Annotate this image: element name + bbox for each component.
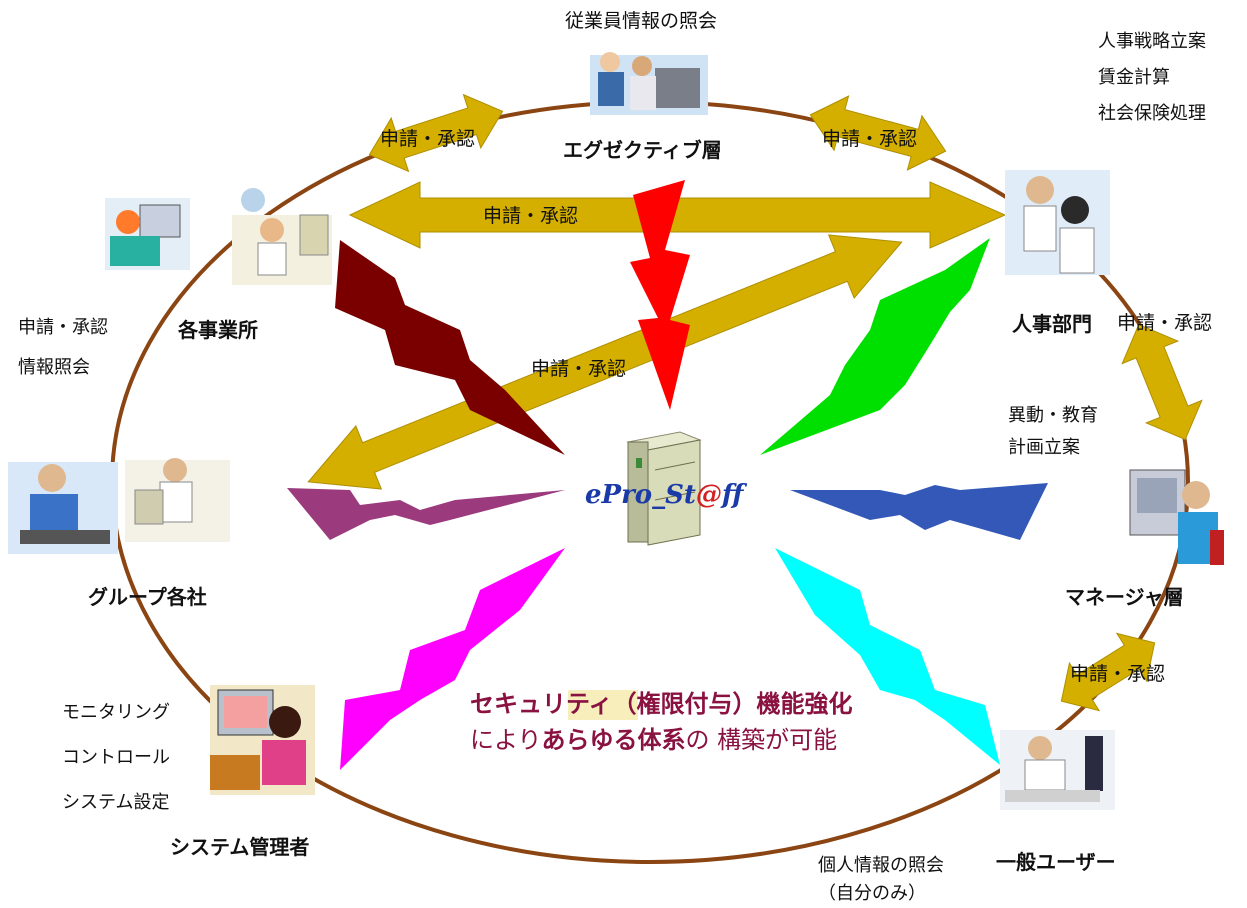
node-offices: 各事業所: [178, 318, 258, 342]
bolt-user: [775, 548, 1000, 765]
offices-task: 申請・承認: [18, 317, 108, 338]
node-hr: 人事部門: [1012, 312, 1092, 336]
bolt-offices: [335, 240, 565, 455]
manager-task: 異動・教育: [1008, 405, 1098, 426]
icon-group-right: [125, 458, 230, 542]
icon-sysadmin: [210, 685, 315, 795]
tagline-line2-a: により: [470, 726, 542, 754]
arrow-manager-user: [1060, 632, 1156, 712]
node-sysadmin: システム管理者: [170, 835, 310, 859]
tagline-line2-c: の 構築が可能: [685, 726, 838, 754]
icon-offices-left: [105, 198, 190, 270]
logo-text-right: ff: [721, 480, 744, 510]
icon-group-left: [8, 462, 118, 554]
user-task-list: 個人情報の照会 （自分のみ）: [818, 852, 944, 908]
icon-manager: [1129, 469, 1224, 565]
logo-at: @: [695, 480, 722, 510]
offices-task-list: 申請・承認 情報照会: [18, 308, 108, 388]
arrow-top-left: [368, 93, 504, 173]
edge-label-center-top: 申請・承認: [483, 205, 579, 227]
title-employee-inquiry: 従業員情報の照会: [565, 10, 718, 32]
bolt-group: [287, 488, 565, 540]
arrow-group-hr: [307, 234, 903, 490]
arrow-hr-manager: [1121, 323, 1203, 441]
arrow-top-right: [809, 95, 947, 171]
node-manager: マネージャ層: [1065, 585, 1184, 609]
bolt-manager: [790, 483, 1048, 540]
hr-task: 人事戦略立案: [1098, 31, 1206, 52]
edge-label-top-left: 申請・承認: [380, 128, 476, 150]
tagline-highlight: [568, 690, 638, 720]
epro-staff-logo: ePro_St@ff: [585, 480, 743, 510]
bolt-sysadmin: [340, 548, 565, 770]
bolt-hr: [760, 238, 990, 455]
node-group: グループ各社: [88, 585, 207, 609]
tagline: セキュリティ（権限付与）機能強化 によりあらゆる体系の 構築が可能: [470, 686, 853, 758]
manager-task-list: 異動・教育 計画立案: [1008, 400, 1098, 464]
icon-offices-right: [232, 188, 332, 285]
user-task: 個人情報の照会: [818, 855, 944, 876]
node-general-user: 一般ユーザー: [996, 850, 1116, 874]
tagline-line2-b: あらゆる体系: [541, 726, 686, 754]
server-icon: [626, 431, 702, 546]
user-task: （自分のみ）: [818, 883, 926, 904]
edge-label-center-diag: 申請・承認: [531, 358, 627, 380]
sysadmin-task-list: モニタリング コントロール システム設定: [62, 690, 170, 825]
icon-hr: [1005, 170, 1110, 275]
hr-task: 社会保険処理: [1098, 103, 1206, 124]
tagline-line1: セキュリティ（権限付与）機能強化: [470, 690, 853, 718]
tagline-line2: によりあらゆる体系の 構築が可能: [470, 722, 853, 758]
edge-label-manager-user: 申請・承認: [1070, 663, 1166, 685]
icon-executive: [590, 52, 708, 115]
logo-text-left: ePro_St: [585, 480, 696, 510]
node-executive: エグゼクティブ層: [563, 138, 722, 162]
sysadmin-task: コントロール: [62, 747, 170, 768]
edge-label-top-right: 申請・承認: [822, 128, 918, 150]
sysadmin-task: システム設定: [62, 792, 170, 813]
icon-user: [1000, 730, 1115, 810]
sysadmin-task: モニタリング: [62, 702, 170, 723]
offices-task: 情報照会: [18, 357, 90, 378]
manager-task: 計画立案: [1008, 437, 1080, 458]
bolt-executive: [630, 180, 690, 410]
hr-task: 賃金計算: [1098, 67, 1170, 88]
hr-task-list: 人事戦略立案 賃金計算 社会保険処理: [1098, 24, 1206, 132]
edge-label-hr-manager: 申請・承認: [1117, 312, 1213, 334]
